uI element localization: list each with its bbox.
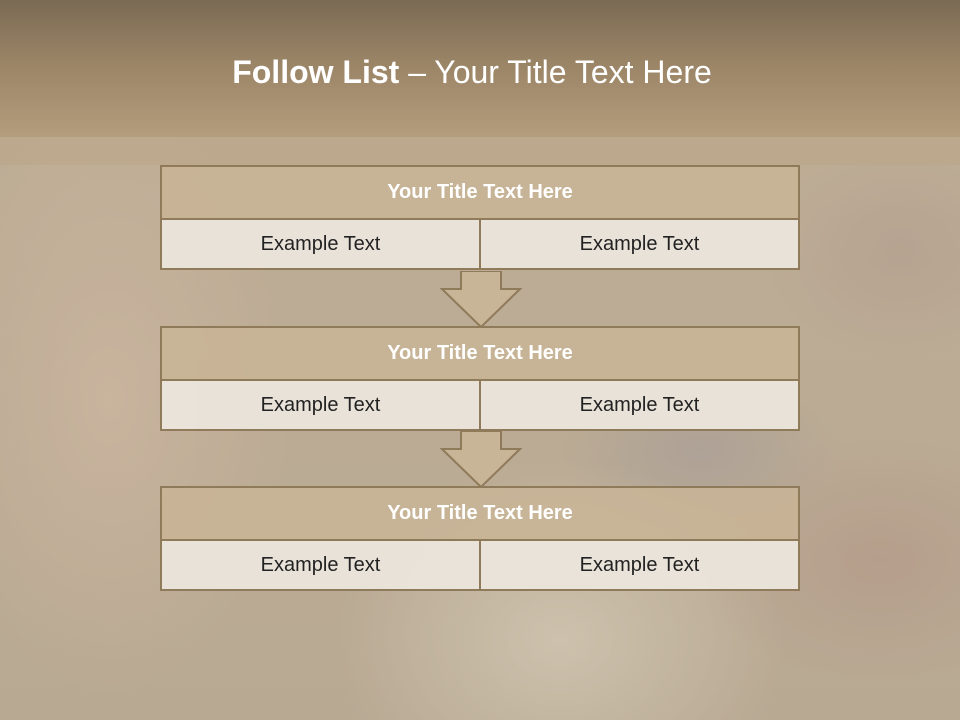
block-row: Example Text Example Text [160,381,800,431]
list-block-2: Your Title Text Here Example Text Exampl… [160,326,800,431]
title-rest: – Your Title Text Here [399,54,712,90]
block-cell-right: Example Text [479,381,798,429]
block-cell-left: Example Text [260,553,381,576]
title-bold: Follow List [232,54,400,90]
down-arrow-icon [440,271,522,329]
block-row: Example Text Example Text [160,541,800,591]
block-cell-right: Example Text [479,541,798,589]
header-bar [0,0,960,137]
down-arrow-icon [440,431,522,489]
block-cell-left: Example Text [260,232,381,255]
slide-title: Follow List – Your Title Text Here [0,54,944,91]
header-band [0,137,960,165]
block-heading: Your Title Text Here [160,165,800,220]
list-block-3: Your Title Text Here Example Text Exampl… [160,486,800,591]
block-cell-left: Example Text [260,393,381,416]
block-cell-right: Example Text [479,220,798,268]
list-block-1: Your Title Text Here Example Text Exampl… [160,165,800,270]
block-heading: Your Title Text Here [160,486,800,541]
block-row: Example Text Example Text [160,220,800,270]
block-heading: Your Title Text Here [160,326,800,381]
